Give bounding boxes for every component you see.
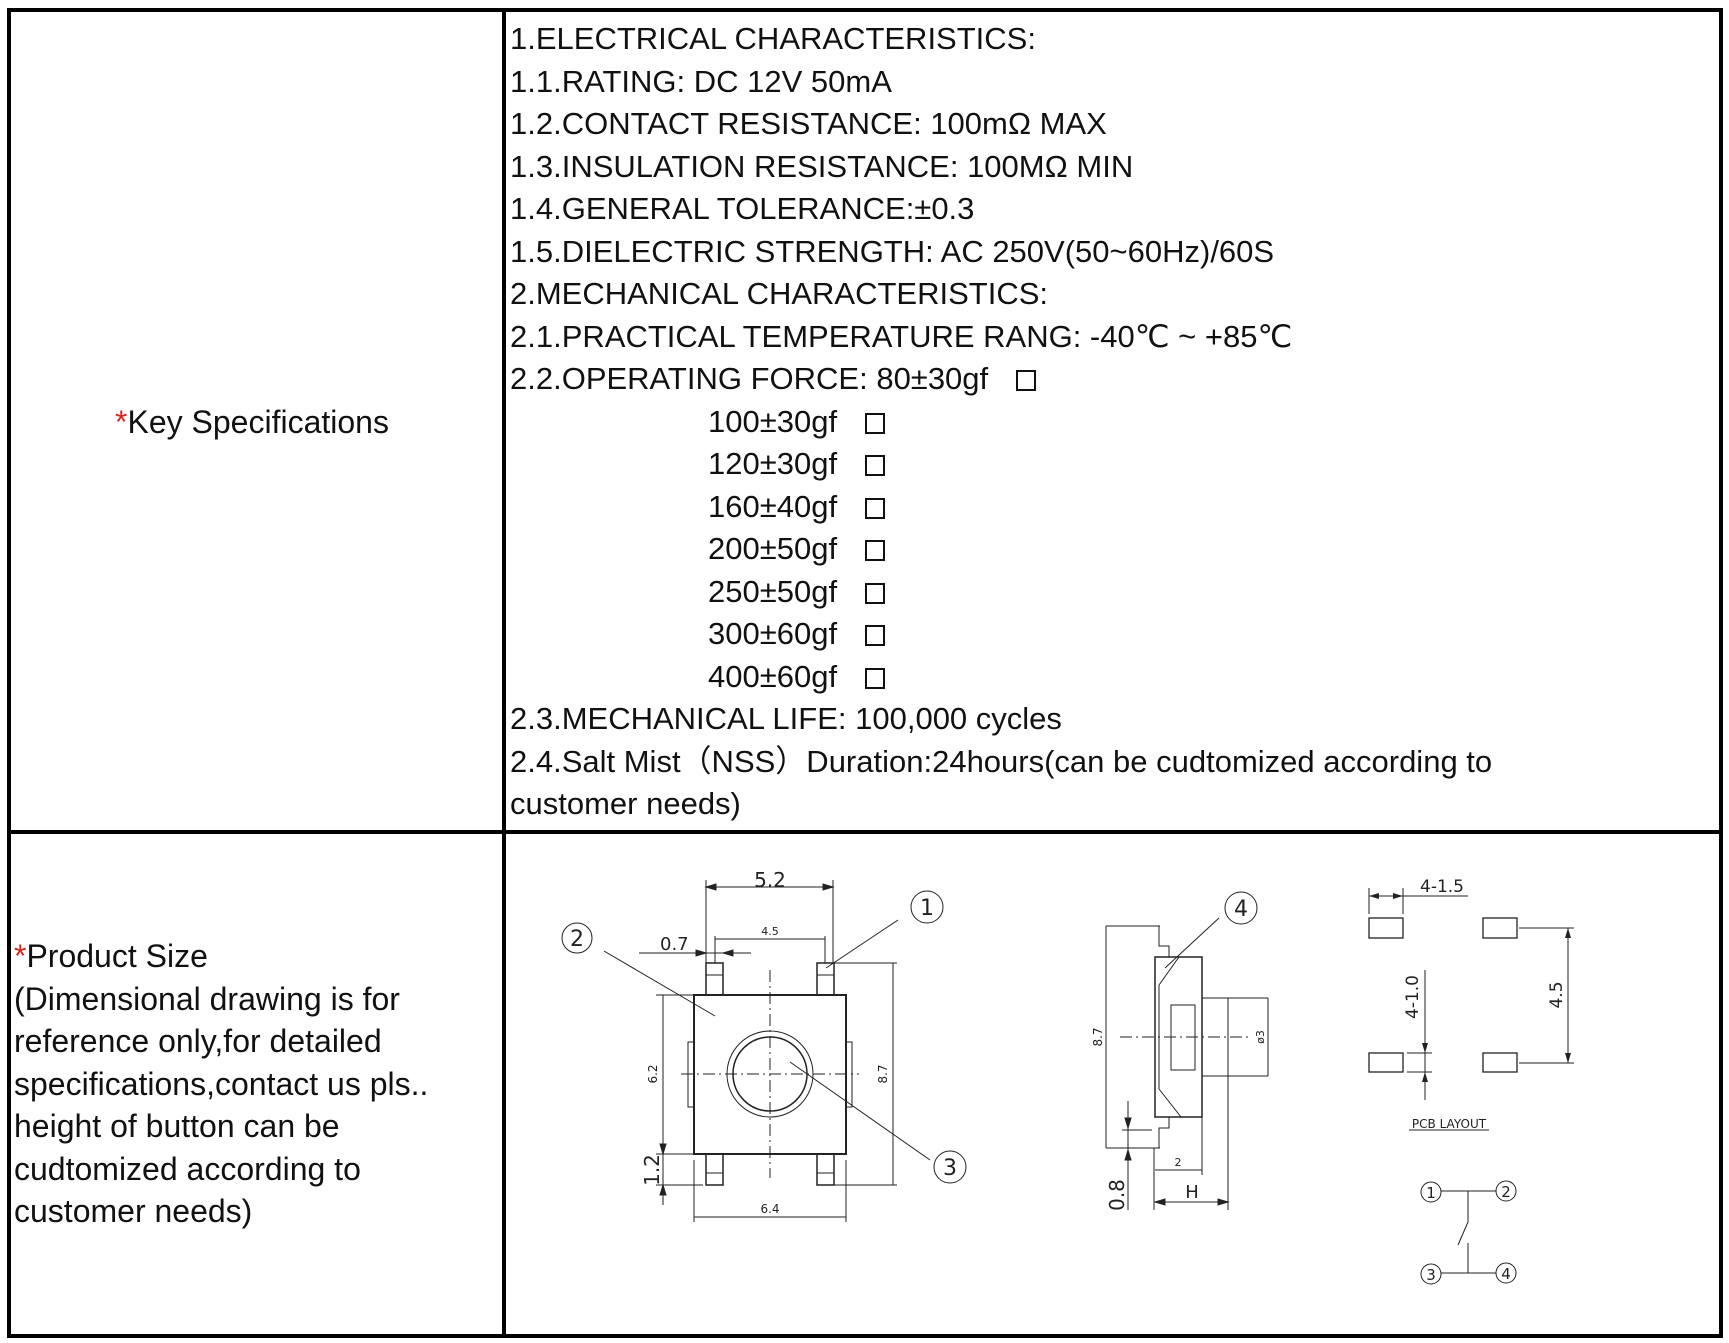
checkbox-icon (865, 582, 886, 604)
callout-number: 1 (920, 896, 934, 921)
pad (1482, 917, 1518, 939)
force-label: 2.2.OPERATING FORCE: 80±30gf (510, 361, 989, 396)
dim-label: 5.2 (754, 868, 786, 892)
pin-number: 2 (1501, 1183, 1511, 1201)
spec-line: 2.MECHANICAL CHARACTERISTICS: (510, 276, 1048, 311)
force-label: 300±60gf (708, 616, 838, 651)
force-option: 120±30gf (510, 443, 1710, 486)
spec-line: 1.ELECTRICAL CHARACTERISTICS: (510, 21, 1036, 56)
pin (816, 962, 835, 996)
dim-label: H (1185, 1182, 1199, 1203)
callout-number: 3 (943, 1156, 957, 1181)
dim-label: 2 (1175, 1156, 1182, 1169)
checkbox-icon (865, 412, 886, 434)
spec-table (7, 8, 1723, 1338)
top-view-labels: 5.2 4.5 0.7 6.2 8.7 1.2 6.4 2 1 3 (570, 868, 957, 1216)
dim-label: 1.2 (640, 1154, 664, 1186)
dim-label: 6.4 (760, 1202, 779, 1216)
schematic-labels: 1 2 3 4 (1426, 1183, 1511, 1284)
pad (1482, 1052, 1518, 1073)
note-line: height of button can be (14, 1108, 340, 1144)
checkbox-icon (865, 455, 886, 476)
pin (705, 1153, 724, 1186)
pcb-layout-title: PCB LAYOUT (1412, 1117, 1487, 1131)
spec-line: 1.2.CONTACT RESISTANCE: 100mΩ MAX (510, 106, 1107, 141)
dim-label: ø3 (1254, 1030, 1267, 1044)
row-divider (7, 830, 1723, 834)
force-label: 120±30gf (708, 446, 838, 481)
pin-number: 4 (1501, 1265, 1511, 1283)
required-star: * (14, 938, 27, 974)
force-option: 300±60gf (510, 613, 1710, 656)
note-line: (Dimensional drawing is for (14, 980, 400, 1017)
spec-line: 1.5.DIELECTRIC STRENGTH: AC 250V(50~60Hz… (510, 233, 1275, 269)
checkbox-icon (865, 540, 886, 561)
required-star: * (115, 404, 128, 440)
label-text: Key Specifications (127, 404, 389, 440)
side-view-labels: 8.7 ø3 2 H 0.8 4 (1091, 897, 1267, 1211)
checkbox-icon (865, 667, 886, 689)
force-label: 250±50gf (708, 573, 838, 609)
note-line: reference only,for detailed (14, 1023, 382, 1059)
pad (1368, 1052, 1404, 1073)
pcb-layout (1368, 888, 1574, 1131)
callout-number: 2 (570, 927, 584, 952)
dim-label: 6.2 (646, 1064, 660, 1083)
dim-label: 4-1.0 (1403, 975, 1423, 1019)
force-option: 2.2.OPERATING FORCE: 80±30gf (510, 358, 1710, 401)
note-line: cudtomized according to (14, 1150, 361, 1187)
pin-number: 3 (1426, 1266, 1436, 1284)
note-line: customer needs) (14, 1193, 253, 1229)
checkbox-icon (865, 625, 886, 646)
pcb-labels: 4-1.5 4-1.0 4.5 PCB LAYOUT (1403, 877, 1567, 1131)
key-specifications-label: *Key Specifications (0, 404, 504, 441)
dim-label: 8.7 (1091, 1027, 1105, 1046)
force-label: 160±40gf (708, 488, 838, 524)
dim-label: 0.7 (660, 934, 689, 955)
force-label: 100±30gf (708, 403, 838, 439)
callout-number: 4 (1234, 897, 1248, 922)
specifications-text: 1.ELECTRICAL CHARACTERISTICS: 1.1.RATING… (510, 18, 1710, 826)
switch-schematic (1420, 1180, 1517, 1285)
spec-line: 1.4.GENERAL TOLERANCE:±0.3 (510, 191, 975, 226)
force-option: 100±30gf (510, 401, 1710, 444)
dim-label: 4.5 (1547, 981, 1567, 1008)
checkbox-icon (865, 497, 886, 519)
note-line: specifications,contact us pls.. (14, 1065, 429, 1102)
force-label: 200±50gf (708, 531, 838, 566)
force-option: 250±50gf (510, 571, 1710, 614)
force-option: 200±50gf (510, 528, 1710, 571)
top-view (561, 880, 967, 1222)
dim-label: 4-1.5 (1420, 877, 1464, 897)
product-size-label: *Product Size (Dimensional drawing is fo… (14, 935, 499, 1233)
spec-line: customer needs) (510, 786, 741, 821)
pin-number: 1 (1426, 1184, 1436, 1202)
force-label: 400±60gf (708, 658, 838, 694)
label-text: Product Size (26, 938, 208, 974)
spec-line: 1.3.INSULATION RESISTANCE: 100MΩ MIN (510, 148, 1134, 184)
checkbox-icon (1016, 370, 1037, 391)
spec-line: 1.1.RATING: DC 12V 50mA (510, 63, 892, 99)
spec-line: 2.3.MECHANICAL LIFE: 100,000 cycles (510, 701, 1062, 736)
spec-line: 2.1.PRACTICAL TEMPERATURE RANG: -40℃ ~ +… (510, 318, 1293, 354)
pin (816, 1153, 835, 1186)
force-option: 160±40gf (510, 486, 1710, 529)
column-divider (502, 8, 506, 1338)
pad (1368, 917, 1404, 939)
force-option: 400±60gf (510, 656, 1710, 699)
dim-label: 8.7 (876, 1064, 890, 1083)
side-view (1105, 891, 1269, 1210)
spec-line: 2.4.Salt Mist（NSS）Duration:24hours(can b… (510, 743, 1493, 779)
pin (705, 962, 724, 996)
dim-label: 4.5 (761, 925, 779, 938)
dim-label: 0.8 (1105, 1179, 1129, 1211)
